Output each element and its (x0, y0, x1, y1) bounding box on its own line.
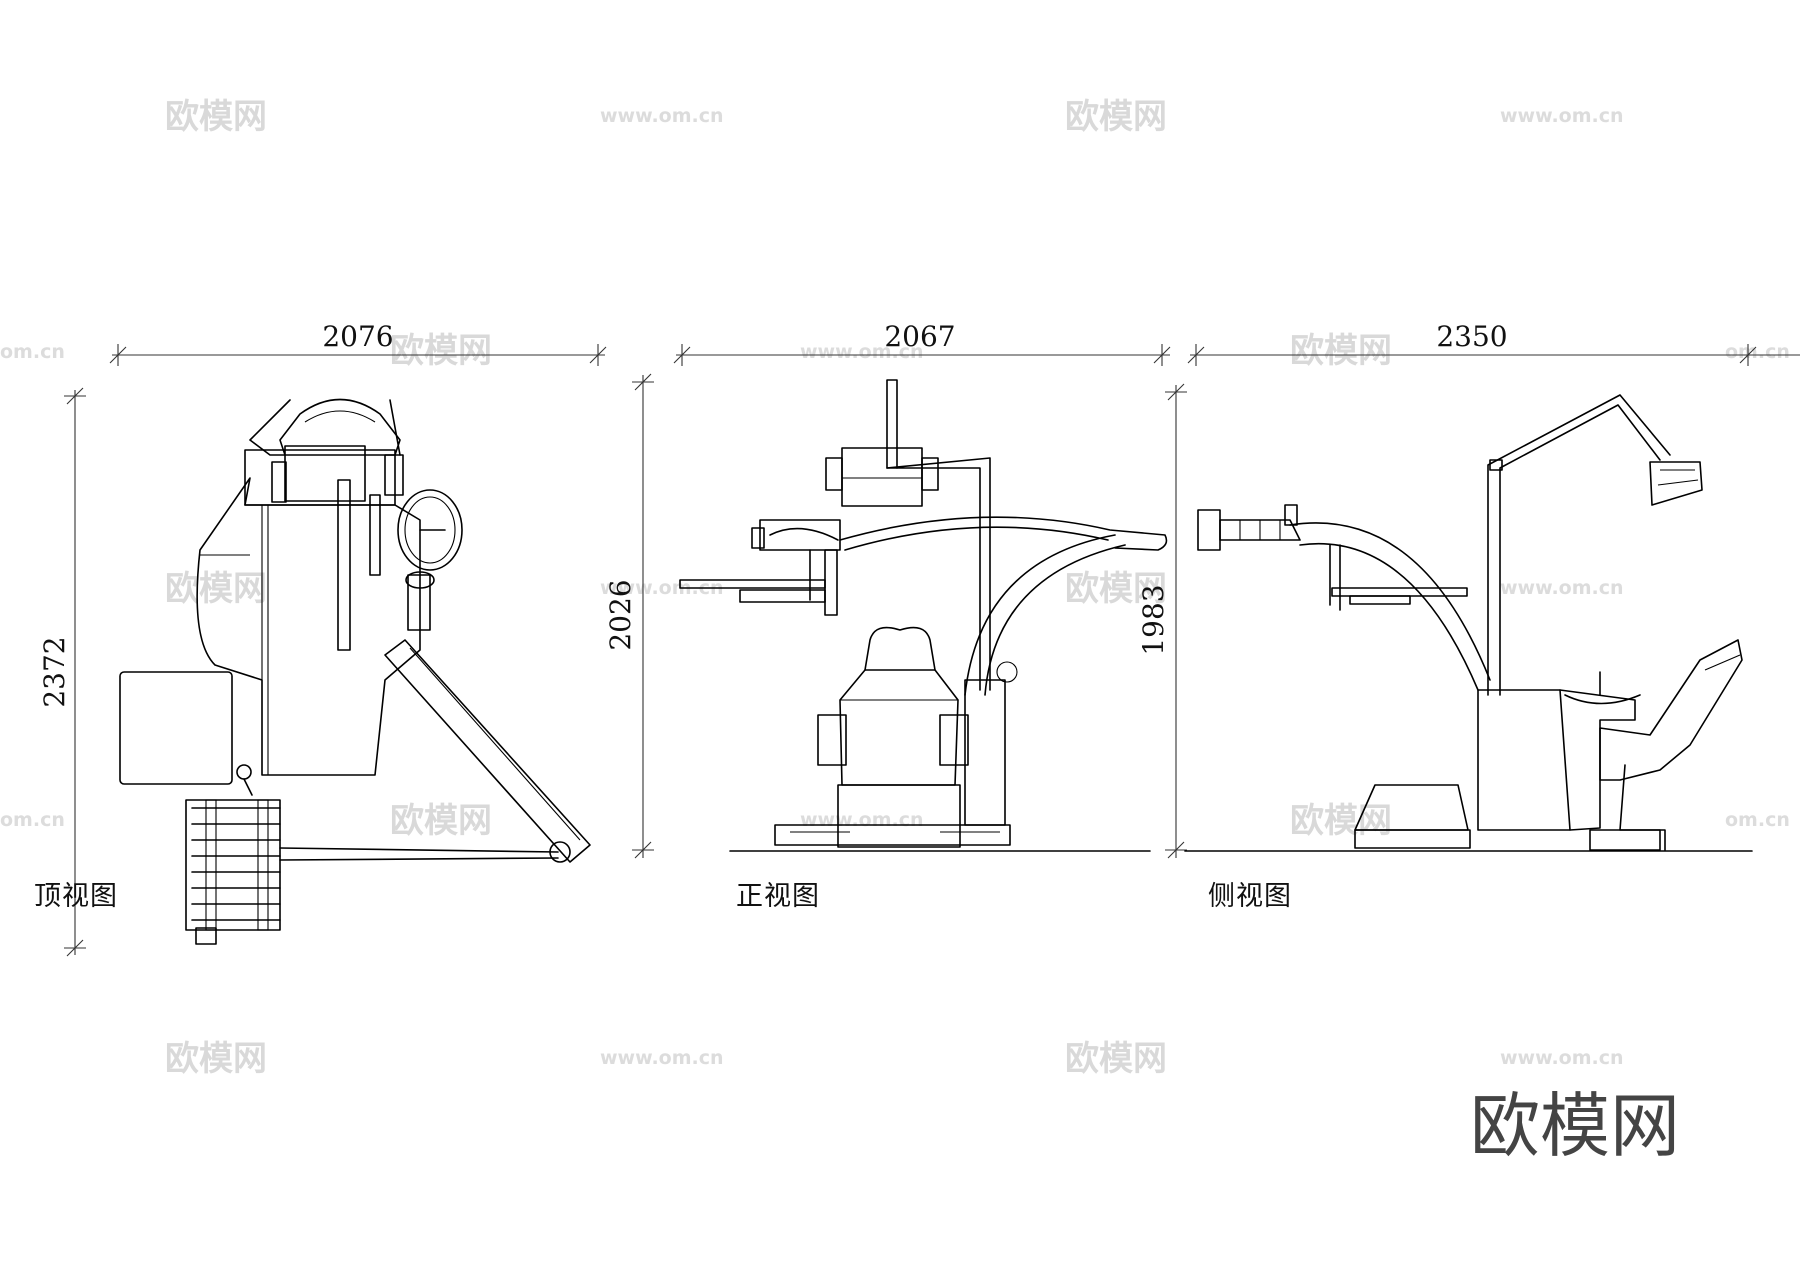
watermark-url: www.om.cn (600, 1047, 724, 1069)
watermark-text: 欧模网 (1290, 331, 1392, 371)
watermark-text: 欧模网 (390, 331, 492, 371)
watermark-text: 欧模网 (1065, 97, 1167, 137)
side-view-height-label: 1983 (1137, 584, 1170, 655)
side-view-width-label: 2350 (1436, 320, 1507, 353)
top-view-width-label: 2076 (322, 320, 393, 353)
watermarks: 欧模网 www.om.cn 欧模网 www.om.cn om.cn 欧模网 ww… (0, 97, 1790, 1079)
watermark-url: om.cn (0, 341, 65, 363)
watermark-url: www.om.cn (800, 341, 924, 363)
watermark-url: www.om.cn (800, 809, 924, 831)
watermark-url: www.om.cn (1500, 105, 1624, 127)
top-view-label: 顶视图 (34, 881, 118, 912)
side-view-label: 侧视图 (1208, 881, 1292, 912)
front-view: 2067 2026 (604, 320, 1171, 859)
watermark-url: om.cn (1725, 341, 1790, 363)
watermark-text: 欧模网 (1065, 569, 1167, 609)
watermark-text: 欧模网 (165, 1039, 267, 1079)
front-view-height-label: 2026 (604, 579, 637, 650)
watermark-text: 欧模网 (1065, 1039, 1167, 1079)
top-view-height-label: 2372 (38, 636, 71, 707)
watermark-url: om.cn (0, 809, 65, 831)
side-view: 2350 1983 (1137, 320, 1800, 859)
watermark-url: www.om.cn (600, 105, 724, 127)
side-view-width-dimension (1187, 344, 1800, 366)
front-view-width-dimension (673, 344, 1171, 366)
top-view-height-dimension (64, 387, 86, 957)
watermark-text: 欧模网 (165, 569, 267, 609)
front-view-height-dimension (632, 373, 654, 859)
side-view-height-dimension (1165, 383, 1187, 859)
watermark-text: 欧模网 (165, 97, 267, 137)
top-view-width-dimension (109, 344, 607, 366)
watermark-url: www.om.cn (600, 577, 724, 599)
watermark-url: www.om.cn (1500, 1047, 1624, 1069)
watermark-url: www.om.cn (1500, 577, 1624, 599)
top-view: 2076 2372 (38, 320, 607, 957)
front-view-label: 正视图 (736, 881, 820, 912)
watermark-text: 欧模网 (1290, 801, 1392, 841)
brand-logo: 欧模网 (1470, 1085, 1680, 1167)
watermark-url: om.cn (1725, 809, 1790, 831)
watermark-text: 欧模网 (390, 801, 492, 841)
front-view-width-label: 2067 (884, 320, 955, 353)
